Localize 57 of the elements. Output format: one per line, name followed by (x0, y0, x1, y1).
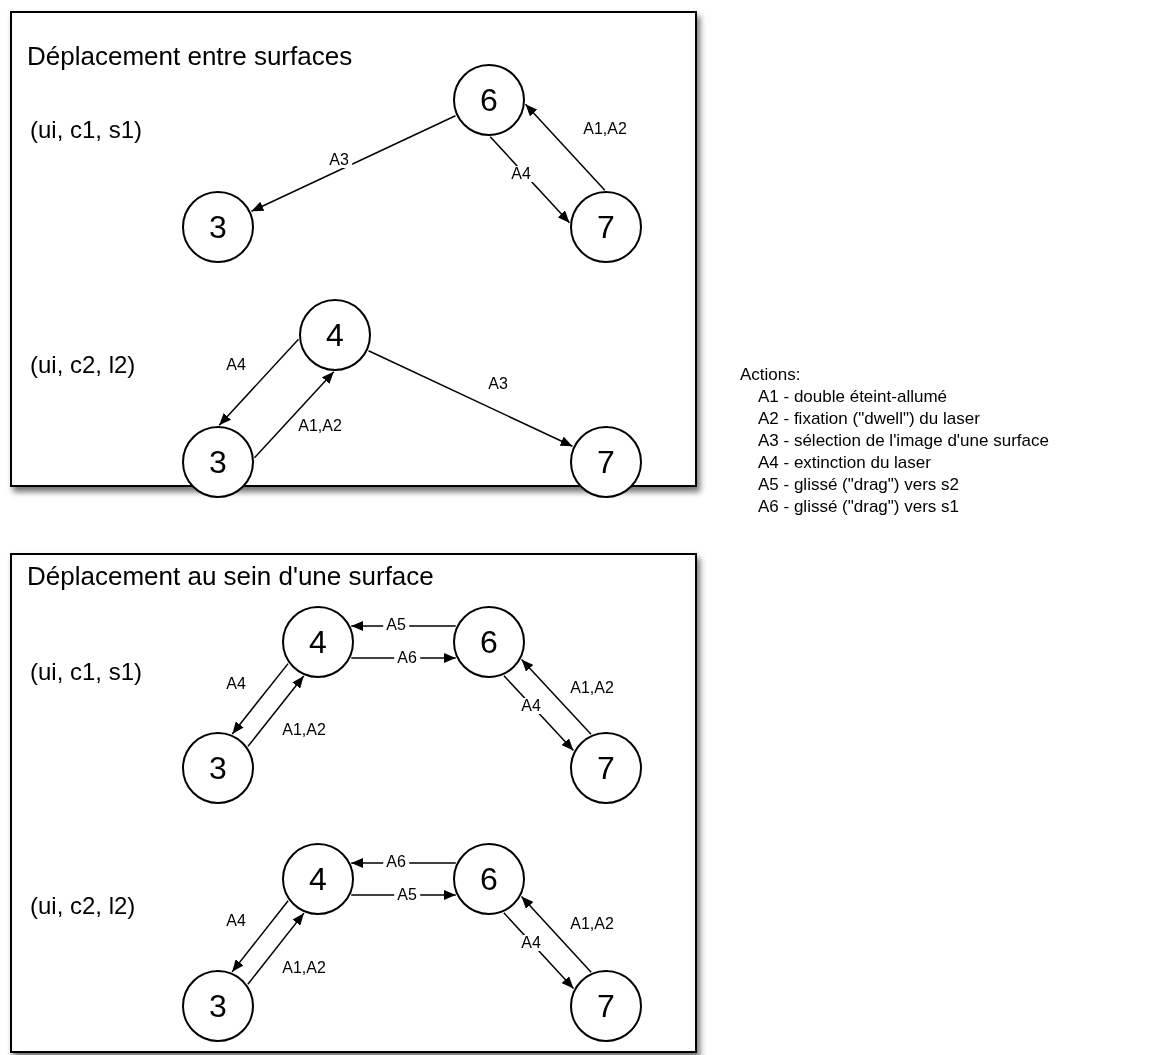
arrow (520, 895, 592, 973)
state-tuple-label: (ui, c1, s1) (30, 660, 143, 684)
panel-title: Déplacement entre surfaces (27, 43, 353, 69)
state-number: 3 (209, 752, 227, 784)
state-number: 6 (480, 626, 498, 658)
state-number: 6 (480, 863, 498, 895)
state-number: 4 (309, 626, 327, 658)
state-number: 4 (309, 863, 327, 895)
state-number: 6 (480, 84, 498, 116)
state-number: 3 (209, 211, 227, 243)
edge-label: A4 (223, 913, 249, 929)
edge-label: A1,A2 (580, 121, 630, 137)
state-number: 7 (597, 752, 615, 784)
arrow (247, 912, 305, 985)
state-tuple-label: (ui, c1, s1) (30, 118, 143, 142)
arrow (367, 349, 574, 448)
state-number: 3 (209, 990, 227, 1022)
edge-label: A4 (518, 698, 544, 714)
legend-item: A2 - fixation ("dwell") du laser (758, 409, 980, 427)
edge-label: A6 (394, 650, 420, 666)
edge-label: A1,A2 (279, 722, 329, 738)
edge-label: A1,A2 (279, 960, 329, 976)
legend-item: A5 - glissé ("drag") vers s2 (758, 475, 960, 493)
state-number: 7 (597, 211, 615, 243)
arrow (231, 900, 289, 973)
edge-label: A6 (383, 854, 409, 870)
state-number: 7 (597, 990, 615, 1022)
state-number: 4 (326, 319, 344, 351)
arrow (524, 103, 606, 191)
legend-item: A4 - extinction du laser (758, 453, 931, 471)
arrow (231, 662, 289, 735)
panel (10, 553, 697, 1053)
edge-label: A3 (326, 152, 352, 168)
arrow (520, 658, 592, 735)
legend-item: A1 - double éteint-allumé (758, 387, 947, 405)
edge-label: A3 (485, 376, 511, 392)
arrow (218, 338, 300, 426)
edge-label: A1,A2 (567, 680, 617, 696)
edge-label: A4 (223, 357, 249, 373)
edge-label: A4 (508, 166, 534, 182)
edge-label: A1,A2 (567, 916, 617, 932)
state-number: 3 (209, 446, 227, 478)
legend-item: A6 - glissé ("drag") vers s1 (758, 497, 960, 515)
state-tuple-label: (ui, c2, l2) (30, 894, 136, 918)
state-number: 7 (597, 446, 615, 478)
state-tuple-label: (ui, c2, l2) (30, 353, 136, 377)
legend-item: A3 - sélection de l'image d'une surface (758, 431, 1049, 449)
edge-label: A4 (518, 935, 544, 951)
edge-label: A4 (223, 676, 249, 692)
legend-heading: Actions: (740, 365, 801, 383)
edge-label: A5 (394, 887, 420, 903)
edge-label: A1,A2 (295, 418, 345, 434)
arrow (253, 371, 335, 459)
arrow (247, 675, 305, 748)
arrow (250, 114, 457, 213)
panel-title: Déplacement au sein d'une surface (27, 563, 434, 589)
edge-label: A5 (383, 617, 409, 633)
